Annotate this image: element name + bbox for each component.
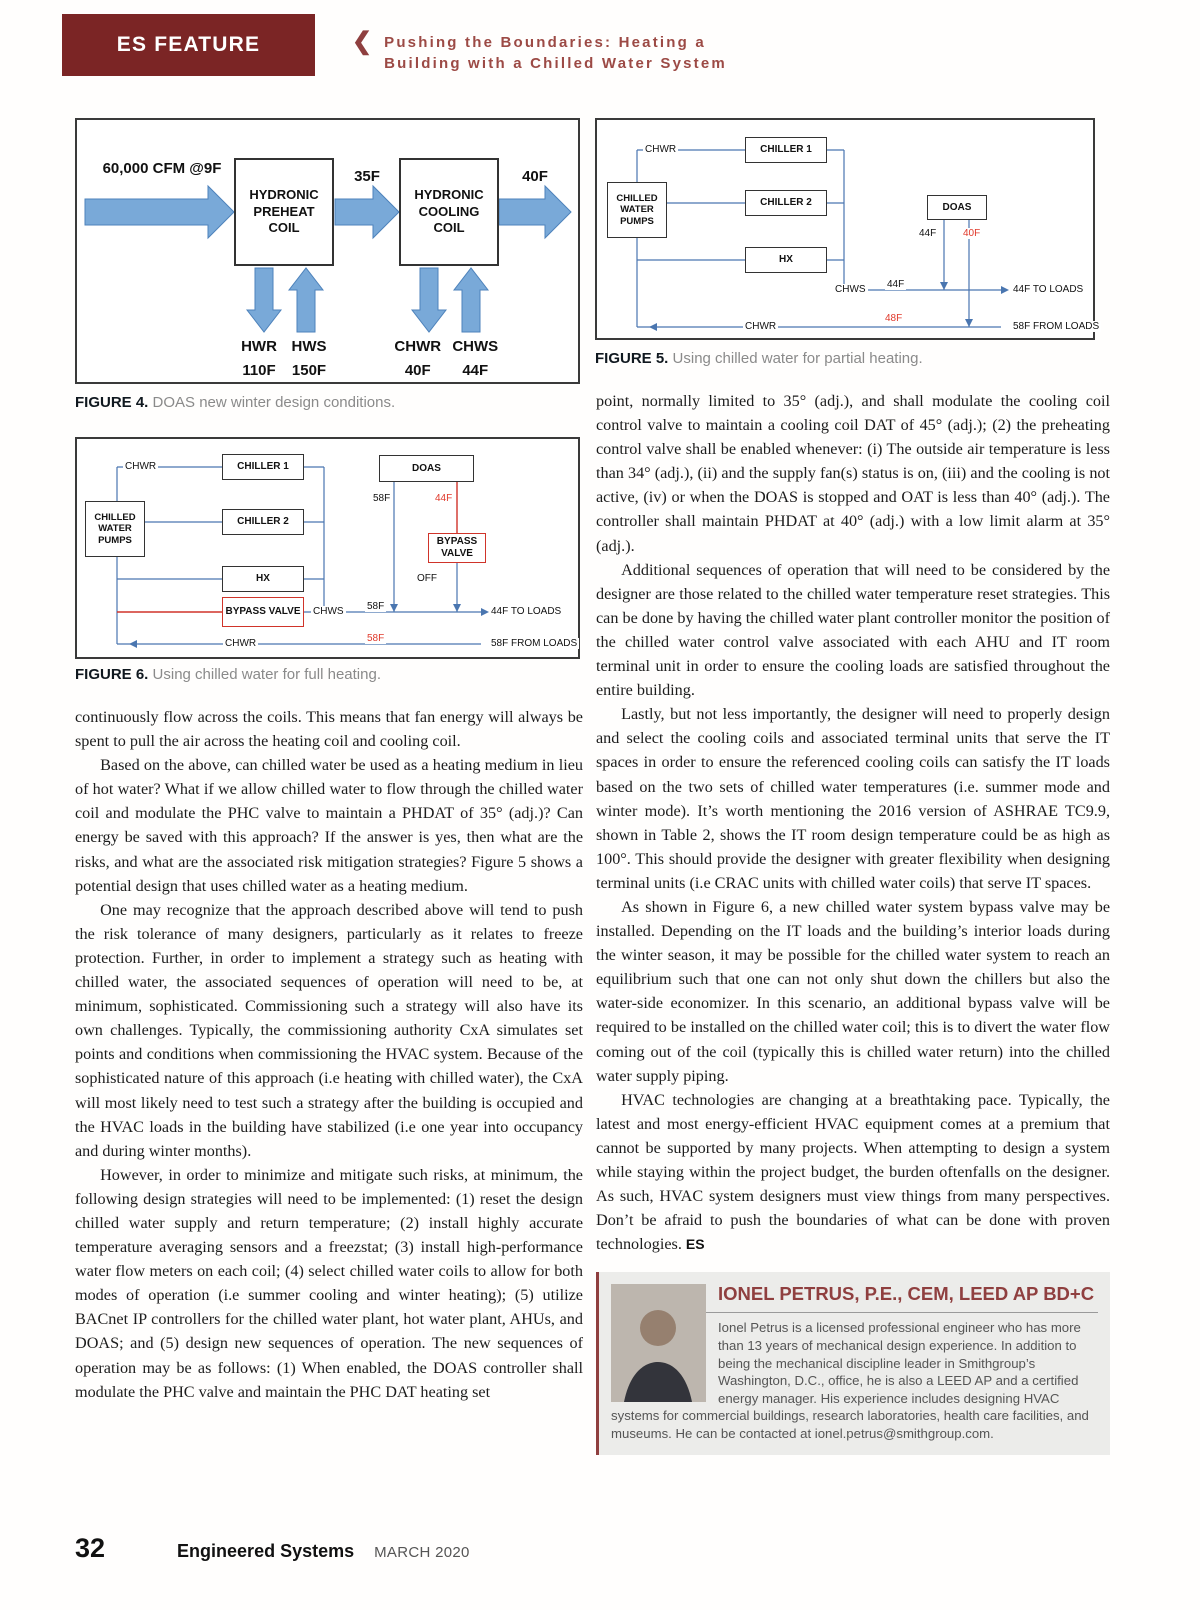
page-footer: 32 Engineered Systems MARCH 2020: [75, 1533, 470, 1564]
chiller-1-box: CHILLER 1: [222, 454, 304, 480]
author-photo: [611, 1284, 706, 1403]
from-loads-label: 58F FROM LOADS: [489, 638, 580, 649]
chws-temp: 44F: [462, 362, 489, 379]
paragraph-text: HVAC technologies are changing at a brea…: [596, 1090, 1110, 1254]
chwr-bottom-label: CHWR: [743, 321, 779, 332]
body-paragraph: However, in order to minimize and mitiga…: [75, 1165, 583, 1401]
figure-5-caption-label: FIGURE 5.: [595, 350, 669, 367]
return-temp: 58F: [365, 633, 387, 644]
chws-label: CHWS: [452, 338, 499, 355]
feature-label: ES FEATURE: [116, 33, 261, 56]
chwr-temp: 40F: [404, 362, 431, 379]
chwr-label: CHWR: [394, 338, 442, 355]
figure-6-caption: FIGURE 6. Using chilled water for full h…: [75, 666, 580, 683]
issue-date: MARCH 2020: [374, 1544, 470, 1561]
right-column: point, normally limited to 35° (adj.), a…: [596, 389, 1110, 1455]
figure-5-diagram: CHILLED WATER PUMPS CHILLER 1 CHILLER 2 …: [595, 118, 1102, 340]
end-mark: ES: [685, 1236, 705, 1253]
mixed-return-temp: 48F: [883, 313, 905, 324]
body-paragraph: Lastly, but not less importantly, the de…: [596, 705, 1110, 892]
body-paragraph: HVAC technologies are changing at a brea…: [596, 1088, 1110, 1257]
figure-4-diagram: 60,000 CFM @9F HYDRONIC PREHEAT COIL 35F…: [75, 118, 580, 384]
author-portrait-graphic: [611, 1284, 706, 1403]
doas-supply-temp: 58F: [371, 493, 393, 504]
mid-temp-label: 35F: [354, 168, 380, 185]
figure-6-caption-text: Using chilled water for full heating.: [152, 666, 381, 683]
magazine-name: Engineered Systems: [177, 1541, 355, 1561]
title-line-2: Building with a Chilled Water System: [384, 55, 727, 72]
chwr-top-label: CHWR: [643, 144, 679, 155]
bypass-valve-1-box: BYPASS VALVE: [222, 597, 304, 627]
figure-4-caption: FIGURE 4. DOAS new winter design conditi…: [75, 394, 580, 411]
figure-4-caption-label: FIGURE 4.: [75, 394, 149, 411]
airflow-inlet-label: 60,000 CFM @9F: [102, 160, 222, 177]
preheat-coil-box: HYDRONIC PREHEAT COIL: [234, 158, 334, 266]
chiller-2-box: CHILLER 2: [745, 190, 827, 216]
chws-temp: 58F: [365, 601, 387, 612]
figure-5-caption-text: Using chilled water for partial heating.: [672, 350, 923, 367]
doas-supply-temp: 44F: [917, 228, 939, 239]
page-number: 32: [75, 1533, 106, 1563]
doas-box: DOAS: [927, 195, 987, 220]
hws-label: HWS: [291, 338, 327, 355]
chilled-water-pumps-box: CHILLED WATER PUMPS: [607, 182, 667, 238]
body-paragraph: Based on the above, can chilled water be…: [75, 756, 583, 895]
chws-label: CHWS: [833, 284, 868, 295]
figure-5-caption: FIGURE 5. Using chilled water for partia…: [595, 350, 1095, 367]
figure-6-diagram: CHILLED WATER PUMPS CHILLER 1 CHILLER 2 …: [75, 437, 580, 659]
body-paragraph: continuously flow across the coils. This…: [75, 708, 583, 751]
figure-4-caption-text: DOAS new winter design conditions.: [152, 394, 396, 411]
bypass-valve-2-box: BYPASS VALVE: [428, 533, 486, 563]
chilled-water-pumps-box: CHILLED WATER PUMPS: [85, 501, 145, 557]
body-paragraph: As shown in Figure 6, a new chilled wate…: [596, 897, 1110, 1085]
doas-return-temp: 40F: [961, 228, 983, 239]
out-temp-label: 40F: [522, 168, 548, 185]
chws-label: CHWS: [311, 606, 346, 617]
hx-box: HX: [222, 566, 304, 592]
to-loads-label: 44F TO LOADS: [1011, 284, 1086, 295]
doas-return-temp: 44F: [433, 493, 455, 504]
title-line-1: Pushing the Boundaries: Heating a: [384, 34, 706, 51]
from-loads-label: 58F FROM LOADS: [1011, 321, 1102, 332]
title-lines: Pushing the Boundaries: Heating a Buildi…: [384, 32, 727, 74]
cooling-coil-box: HYDRONIC COOLING COIL: [399, 158, 499, 266]
hot-water-labels: HWR HWS: [234, 338, 334, 355]
airflow-arrows-graphic: [84, 184, 572, 333]
to-loads-label: 44F TO LOADS: [489, 606, 564, 617]
figure-6-caption-label: FIGURE 6.: [75, 666, 149, 683]
left-column: continuously flow across the coils. This…: [75, 705, 583, 1404]
author-name: IONEL PETRUS, P.E., CEM, LEED AP BD+C: [718, 1283, 1095, 1305]
author-bio: IONEL PETRUS, P.E., CEM, LEED AP BD+C Io…: [596, 1272, 1110, 1455]
chwr-bottom-label: CHWR: [223, 638, 259, 649]
hot-water-temps: 110F 150F: [234, 362, 334, 379]
author-bio-text: Ionel Petrus is a licensed professional …: [611, 1320, 1089, 1442]
hws-temp: 150F: [291, 362, 327, 379]
chwr-top-label: CHWR: [123, 461, 159, 472]
piping-lines-graphic: [116, 466, 489, 648]
doas-box: DOAS: [379, 455, 474, 482]
bio-divider: [611, 1312, 1098, 1314]
off-label: OFF: [415, 573, 439, 584]
hwr-label: HWR: [241, 338, 277, 355]
chiller-2-box: CHILLER 2: [222, 509, 304, 535]
body-paragraph: One may recognize that the approach desc…: [75, 900, 583, 1160]
article-title: ❮ Pushing the Boundaries: Heating a Buil…: [352, 28, 727, 74]
hx-box: HX: [745, 247, 827, 273]
chiller-1-box: CHILLER 1: [745, 137, 827, 163]
chilled-water-temps: 40F 44F: [389, 362, 504, 379]
chevron-left-icon: ❮: [352, 28, 373, 55]
hwr-temp: 110F: [242, 362, 276, 379]
body-paragraph: point, normally limited to 35° (adj.), a…: [596, 392, 1110, 555]
chws-temp: 44F: [885, 279, 907, 290]
body-paragraph: Additional sequences of operation that w…: [596, 560, 1110, 700]
feature-badge: ES FEATURE: [62, 14, 315, 76]
chilled-water-labels: CHWR CHWS: [389, 338, 504, 355]
